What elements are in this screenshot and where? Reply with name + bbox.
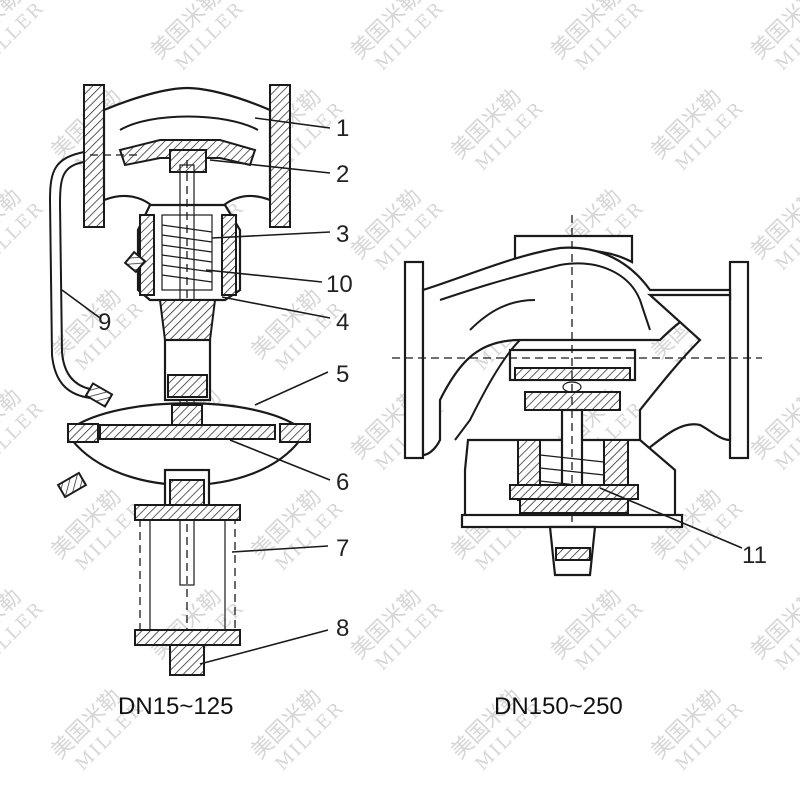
caption-right: DN150~250 [494, 693, 623, 720]
left-valve-drawing [48, 84, 331, 676]
callout-11: 11 [742, 542, 767, 569]
left-leader-lines [61, 117, 331, 665]
callout-7: 7 [336, 535, 349, 562]
callout-5: 5 [336, 361, 349, 388]
callout-6: 6 [336, 469, 349, 496]
callout-8: 8 [336, 615, 349, 642]
callout-2: 2 [336, 161, 349, 188]
callout-9: 9 [98, 309, 111, 336]
callout-4: 4 [336, 309, 349, 336]
callout-10: 10 [326, 271, 353, 298]
caption-left: DN15~125 [118, 693, 233, 720]
callout-3: 3 [336, 221, 349, 248]
callout-1: 1 [336, 115, 349, 142]
right-valve-drawing [392, 215, 762, 577]
